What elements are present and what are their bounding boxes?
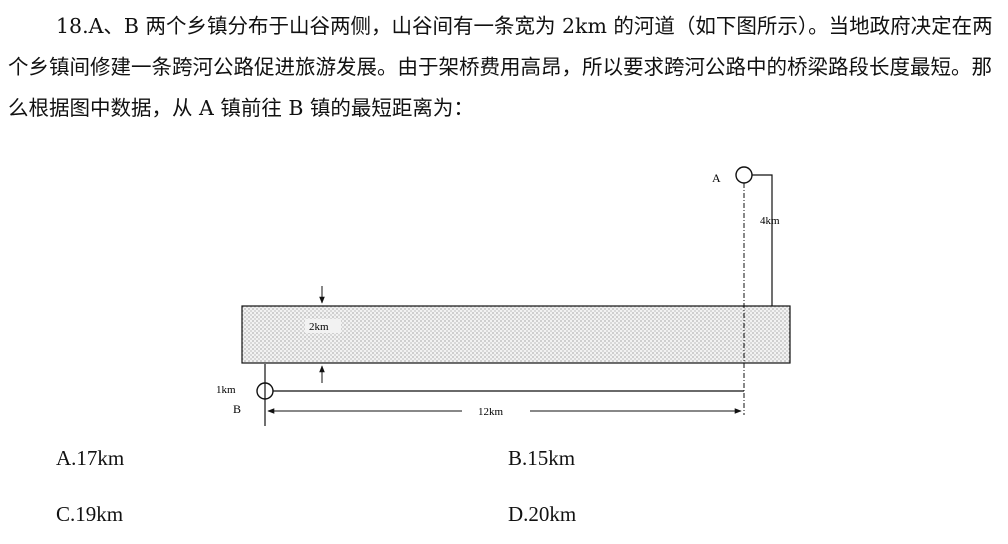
river-diagram: A 4km 2km 1km B 12km [216, 166, 791, 426]
option-d[interactable]: D.20km [508, 502, 577, 526]
option-c[interactable]: C.19km [56, 502, 124, 526]
town-a-label: A [712, 171, 721, 185]
question-text: 18.A、B 两个乡镇分布于山谷两侧，山谷间有一条宽为 2km 的河道（如下图所… [8, 6, 1000, 129]
option-a[interactable]: A.17km [56, 446, 125, 470]
town-b-label: B [233, 402, 241, 416]
option-b[interactable]: B.15km [508, 446, 576, 470]
question-body: 18.A、B 两个乡镇分布于山谷两侧，山谷间有一条宽为 2km 的河道（如下图所… [8, 14, 993, 120]
town-a-road [752, 174, 773, 306]
horizontal-distance-label: 12km [478, 406, 504, 418]
label-a-distance: 4km [760, 215, 780, 227]
river [241, 305, 791, 364]
town-a-marker [735, 166, 753, 184]
label-b-distance: 1km [216, 384, 236, 396]
river-width-label: 2km [309, 321, 329, 333]
